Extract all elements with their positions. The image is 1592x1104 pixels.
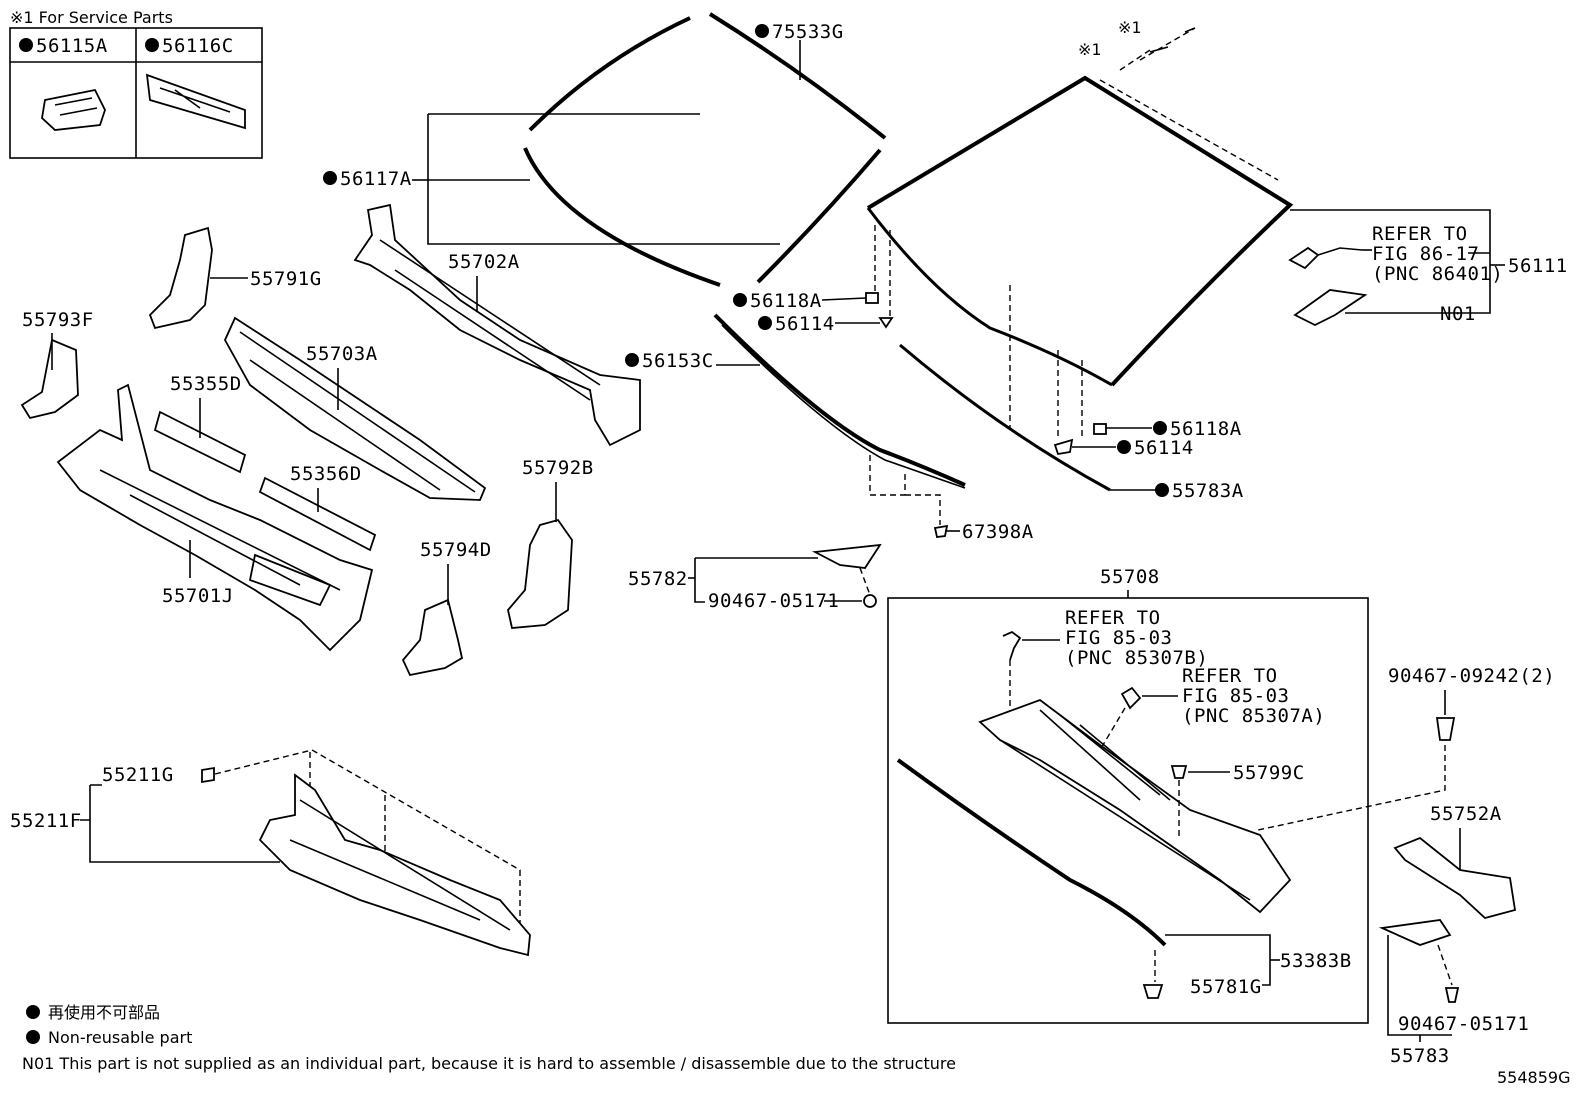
molding-56153C [713, 313, 966, 487]
leader-56117A [427, 113, 780, 245]
part-55355D[interactable]: 55355D [170, 373, 242, 395]
legend-jp: 再使用不可部品 [48, 1003, 160, 1022]
part-55781G[interactable]: 55781G [1190, 976, 1262, 998]
legend-en: Non-reusable part [48, 1028, 192, 1047]
legend-n01: N01 This part is not supplied as an indi… [22, 1054, 956, 1073]
windshield-lower-edge [523, 147, 721, 287]
part-56116C[interactable]: 56116C [162, 35, 234, 57]
part-55783[interactable]: 55783 [1390, 1045, 1450, 1067]
refer-line-3: (PNC 86401) [1372, 263, 1503, 285]
part-56114-lower[interactable]: 56114 [1134, 437, 1194, 459]
part-56114-upper[interactable]: 56114 [775, 313, 835, 335]
part-55799C[interactable]: 55799C [1233, 762, 1305, 784]
cowl-louver-55708 [978, 698, 1292, 914]
part-53383B[interactable]: 53383B [1280, 950, 1352, 972]
part-90467-09242[interactable]: 90467-09242(2) [1388, 665, 1555, 687]
service-mark-1b: ※1 [1078, 40, 1101, 59]
nonreusable-dot-icon [145, 38, 159, 52]
clip-56115A-drawing [41, 88, 106, 131]
bracket-55794D [401, 598, 464, 677]
service-mark-1a: ※1 [1118, 18, 1141, 37]
dash-bracket-55702A [353, 203, 641, 447]
part-56118A-upper[interactable]: 56118A [750, 290, 822, 312]
nonreusable-dot-icon [19, 38, 33, 52]
part-55783A[interactable]: 55783A [1172, 480, 1244, 502]
molding-55783A [899, 343, 1111, 492]
part-55211G[interactable]: 55211G [102, 764, 174, 786]
part-55792B[interactable]: 55792B [522, 457, 594, 479]
part-55703A[interactable]: 55703A [306, 343, 378, 365]
part-55793F[interactable]: 55793F [22, 309, 94, 331]
refer2-line-1: REFER TO [1065, 607, 1161, 629]
refer-line-1: REFER TO [1372, 223, 1468, 245]
sensor-bracket-drawing [1288, 246, 1320, 270]
refer-line-2: FIG 86-17 [1372, 243, 1479, 265]
part-90467-05171-upper[interactable]: 90467-05171 [708, 590, 839, 612]
clip-56116C-drawing [145, 73, 246, 130]
part-55794D[interactable]: 55794D [420, 539, 492, 561]
refer3-line-1: REFER TO [1182, 665, 1278, 687]
part-90467-05171-lower[interactable]: 90467-05171 [1398, 1013, 1529, 1035]
part-N01[interactable]: N01 [1440, 303, 1476, 325]
part-55752A[interactable]: 55752A [1430, 803, 1502, 825]
bracket-55792B [507, 518, 573, 629]
legend-dot-icon [26, 1005, 40, 1019]
part-56111[interactable]: 56111 [1508, 255, 1568, 277]
part-55356D[interactable]: 55356D [290, 463, 362, 485]
part-56115A[interactable]: 56115A [36, 35, 108, 57]
part-55701J[interactable]: 55701J [162, 585, 234, 607]
bracket-55783 [1378, 919, 1452, 946]
seal-55355D [153, 410, 247, 474]
part-56153C[interactable]: 56153C [642, 350, 714, 372]
seal-55356D [258, 476, 377, 552]
figure-id: 554859G [1497, 1068, 1570, 1087]
part-67398A[interactable]: 67398A [962, 521, 1034, 543]
bracket-N01-drawing [1293, 289, 1368, 327]
bracket-55793F [20, 338, 79, 420]
seal-53383B [896, 758, 1167, 947]
part-75533G[interactable]: 75533G [772, 21, 844, 43]
refer2-line-3: (PNC 85307B) [1065, 647, 1208, 669]
bracket-55782 [811, 543, 882, 569]
insulator-55211F [258, 773, 531, 957]
part-55791G[interactable]: 55791G [250, 268, 322, 290]
molding-75533G [708, 12, 887, 140]
part-55702A[interactable]: 55702A [448, 251, 520, 273]
service-note: ※1 For Service Parts [10, 8, 173, 27]
part-56117A[interactable]: 56117A [340, 168, 412, 190]
part-55782[interactable]: 55782 [628, 568, 688, 590]
refer3-line-3: (PNC 85307A) [1182, 705, 1325, 727]
refer2-line-2: FIG 85-03 [1065, 627, 1172, 649]
refer3-line-2: FIG 85-03 [1182, 685, 1289, 707]
bracket-55791G [148, 226, 213, 330]
part-55708[interactable]: 55708 [1100, 566, 1160, 588]
legend-dot-icon [26, 1030, 40, 1044]
windshield-glass-56111 [866, 75, 1294, 387]
bracket-55752A [1393, 836, 1517, 919]
part-56118A-lower[interactable]: 56118A [1170, 418, 1242, 440]
part-55211F[interactable]: 55211F [10, 810, 82, 832]
